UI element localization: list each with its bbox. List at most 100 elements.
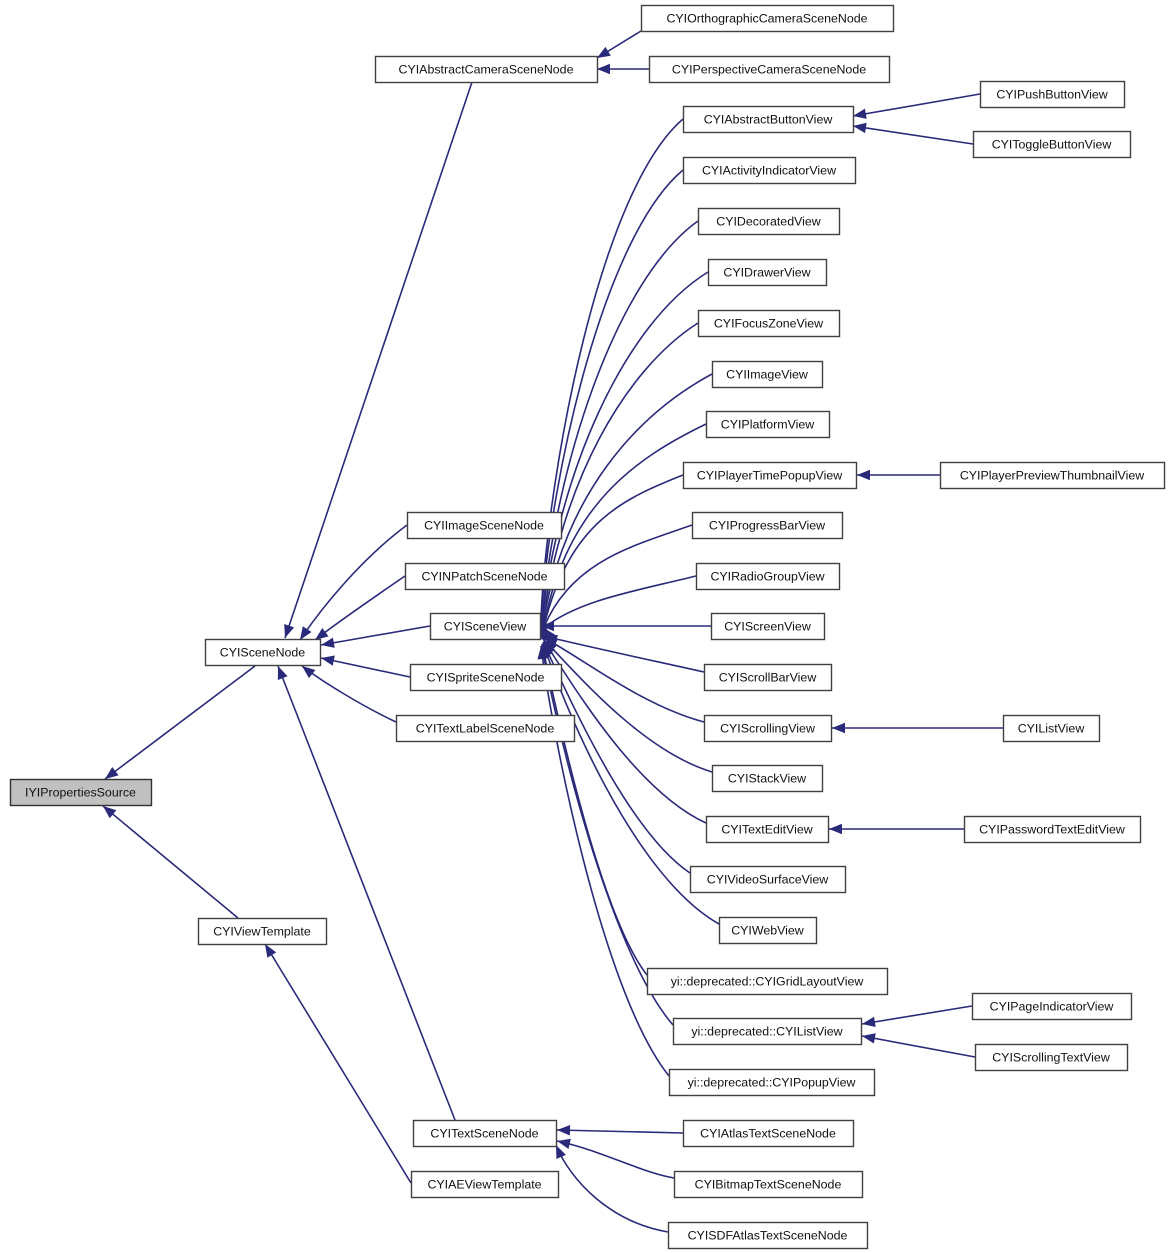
node-box-cyipushbuttonview[interactable]: [979, 80, 1126, 109]
node-box-cyidrawerview[interactable]: [707, 258, 828, 287]
node-cyitogglebuttonview[interactable]: CYIToggleButtonView: [972, 130, 1132, 159]
node-cyitextscenenode[interactable]: CYITextSceneNode: [412, 1119, 558, 1148]
node-cyitextlabelscenenode[interactable]: CYITextLabelSceneNode: [395, 714, 576, 743]
node-box-yi-deprecated-cyilistview[interactable]: [672, 1017, 863, 1046]
node-label-cyitextlabelscenenode: CYITextLabelSceneNode: [416, 721, 555, 735]
node-box-cyiactivityindicatorview[interactable]: [682, 156, 857, 185]
node-box-cyisdfatlastextscenenode[interactable]: [667, 1221, 869, 1250]
node-cyiplayertimepopupview[interactable]: CYIPlayerTimePopupView: [682, 461, 858, 490]
node-box-cyiplatformview[interactable]: [705, 410, 831, 439]
node-cyinpatchscenenode[interactable]: CYINPatchSceneNode: [404, 562, 566, 591]
node-box-cyiviewtemplate[interactable]: [197, 917, 328, 946]
node-box-cyiscrollingtextview[interactable]: [974, 1043, 1129, 1072]
node-cyipushbuttonview[interactable]: CYIPushButtonView: [979, 80, 1126, 109]
node-cyiatlastextscenenode[interactable]: CYIAtlasTextSceneNode: [682, 1119, 855, 1148]
node-cyifocuszoneview[interactable]: CYIFocusZoneView: [697, 309, 841, 338]
node-label-cyitextscenenode: CYITextSceneNode: [430, 1126, 538, 1140]
node-cyistackview[interactable]: CYIStackView: [711, 764, 824, 793]
node-box-cyiimagescenenode[interactable]: [406, 511, 563, 540]
node-cyiscrollbarview[interactable]: CYIScrollBarView: [703, 663, 833, 692]
node-cyiaeviewtemplate[interactable]: CYIAEViewTemplate: [410, 1170, 560, 1199]
node-cyiscrollingtextview[interactable]: CYIScrollingTextView: [974, 1043, 1129, 1072]
node-box-cyipageindicatorview[interactable]: [971, 992, 1133, 1021]
node-box-cyiscrollbarview[interactable]: [703, 663, 833, 692]
node-box-cyiscenenode[interactable]: [204, 638, 322, 667]
node-box-cyiabstractcamerascenenode[interactable]: [374, 55, 599, 84]
node-cyiabstractbuttonview[interactable]: CYIAbstractButtonView: [682, 105, 855, 134]
node-box-cyivideosurfaceview[interactable]: [689, 865, 847, 894]
node-cyiperspectivecamerascenenode[interactable]: CYIPerspectiveCameraSceneNode: [648, 55, 891, 84]
edge-cyitexteditview-to-cyisceneview: [543, 640, 707, 824]
node-cyiimageview[interactable]: CYIImageView: [711, 360, 824, 389]
node-label-cyiaeviewtemplate: CYIAEViewTemplate: [427, 1177, 541, 1191]
node-box-yi-deprecated-cyigridlayoutview[interactable]: [646, 967, 889, 996]
node-box-cyiperspectivecamerascenenode[interactable]: [648, 55, 891, 84]
node-box-cyipasswordtexteditview[interactable]: [963, 815, 1142, 844]
node-box-cyiradiogroupview[interactable]: [695, 562, 841, 591]
node-box-cyiabstractbuttonview[interactable]: [682, 105, 855, 134]
node-box-cyiscreenview[interactable]: [710, 612, 826, 641]
edge-cyiabstractbuttonview-to-cyisceneview: [540, 118, 684, 618]
node-box-cyiwebview[interactable]: [718, 916, 818, 945]
node-cyiscenenode[interactable]: CYISceneNode: [204, 638, 322, 667]
node-box-cyitextscenenode[interactable]: [412, 1119, 558, 1148]
node-box-cyiprogressbarview[interactable]: [691, 511, 844, 540]
edge-cyiimagescenenode-to-cyiscenenode: [299, 524, 408, 641]
node-box-cyifocuszoneview[interactable]: [697, 309, 841, 338]
node-box-cyiimageview[interactable]: [711, 360, 824, 389]
node-cyipageindicatorview[interactable]: CYIPageIndicatorView: [971, 992, 1133, 1021]
node-cyidecoratedview[interactable]: CYIDecoratedView: [697, 207, 841, 236]
edge-cyisdfatlastextscenenode-to-cyitextscenenode: [555, 1144, 669, 1233]
node-box-cyiorthographiccamerascenenode[interactable]: [640, 4, 895, 33]
arrowhead-cyiscenenode: [315, 628, 329, 640]
node-box-cyiaeviewtemplate[interactable]: [410, 1170, 560, 1199]
node-box-cyitexteditview[interactable]: [705, 815, 830, 844]
node-cyiorthographiccamerascenenode[interactable]: CYIOrthographicCameraSceneNode: [640, 4, 895, 33]
node-box-cyistackview[interactable]: [711, 764, 824, 793]
node-box-cyitogglebuttonview[interactable]: [972, 130, 1132, 159]
node-cyiviewtemplate[interactable]: CYIViewTemplate: [197, 917, 328, 946]
node-cyiactivityindicatorview[interactable]: CYIActivityIndicatorView: [682, 156, 857, 185]
node-box-cyiplayertimepopupview[interactable]: [682, 461, 858, 490]
node-box-iyipropertiessource[interactable]: [9, 778, 153, 807]
node-cyiimagescenenode[interactable]: CYIImageSceneNode: [406, 511, 563, 540]
node-label-cyipushbuttonview: CYIPushButtonView: [996, 87, 1107, 101]
node-cyiplatformview[interactable]: CYIPlatformView: [705, 410, 831, 439]
node-box-cyitextlabelscenenode[interactable]: [395, 714, 576, 743]
node-cyiprogressbarview[interactable]: CYIProgressBarView: [691, 511, 844, 540]
node-cyispritescenenode[interactable]: CYISpriteSceneNode: [409, 663, 563, 692]
node-box-cyibitmaptextscenenode[interactable]: [673, 1170, 864, 1199]
node-label-cyiviewtemplate: CYIViewTemplate: [213, 924, 311, 938]
node-cyiscreenview[interactable]: CYIScreenView: [710, 612, 826, 641]
arrowhead-cyiviewtemplate: [265, 944, 277, 958]
node-cyidrawerview[interactable]: CYIDrawerView: [707, 258, 828, 287]
edge-cyiradiogroupview-to-cyisceneview: [543, 575, 697, 629]
node-cyitexteditview[interactable]: CYITextEditView: [705, 815, 830, 844]
node-yi-deprecated-cyigridlayoutview[interactable]: yi::deprecated::CYIGridLayoutView: [646, 967, 889, 996]
node-cyiwebview[interactable]: CYIWebView: [718, 916, 818, 945]
node-cyibitmaptextscenenode[interactable]: CYIBitmapTextSceneNode: [673, 1170, 864, 1199]
node-cyivideosurfaceview[interactable]: CYIVideoSurfaceView: [689, 865, 847, 894]
node-box-cyiatlastextscenenode[interactable]: [682, 1119, 855, 1148]
node-cyisdfatlastextscenenode[interactable]: CYISDFAtlasTextSceneNode: [667, 1221, 869, 1250]
node-cyilistview[interactable]: CYIListView: [1002, 714, 1101, 743]
node-yi-deprecated-cyipopupview[interactable]: yi::deprecated::CYIPopupView: [668, 1068, 876, 1097]
node-label-cyipageindicatorview: CYIPageIndicatorView: [990, 999, 1114, 1013]
node-box-cyispritescenenode[interactable]: [409, 663, 563, 692]
node-box-cyinpatchscenenode[interactable]: [404, 562, 566, 591]
node-iyipropertiessource[interactable]: IYIPropertiesSource: [9, 778, 153, 807]
node-cyisceneview[interactable]: CYISceneView: [429, 612, 542, 641]
node-box-cyilistview[interactable]: [1002, 714, 1101, 743]
node-box-cyiscrollingview[interactable]: [703, 714, 833, 743]
node-cyiscrollingview[interactable]: CYIScrollingView: [703, 714, 833, 743]
node-cyiabstractcamerascenenode[interactable]: CYIAbstractCameraSceneNode: [374, 55, 599, 84]
node-cyiradiogroupview[interactable]: CYIRadioGroupView: [695, 562, 841, 591]
node-label-cyifocuszoneview: CYIFocusZoneView: [714, 316, 823, 330]
node-yi-deprecated-cyilistview[interactable]: yi::deprecated::CYIListView: [672, 1017, 863, 1046]
node-cyiplayerpreviewthumbnailview[interactable]: CYIPlayerPreviewThumbnailView: [939, 461, 1166, 490]
node-box-cyiplayerpreviewthumbnailview[interactable]: [939, 461, 1166, 490]
node-cyipasswordtexteditview[interactable]: CYIPasswordTextEditView: [963, 815, 1142, 844]
node-box-cyidecoratedview[interactable]: [697, 207, 841, 236]
node-box-yi-deprecated-cyipopupview[interactable]: [668, 1068, 876, 1097]
node-box-cyisceneview[interactable]: [429, 612, 542, 641]
